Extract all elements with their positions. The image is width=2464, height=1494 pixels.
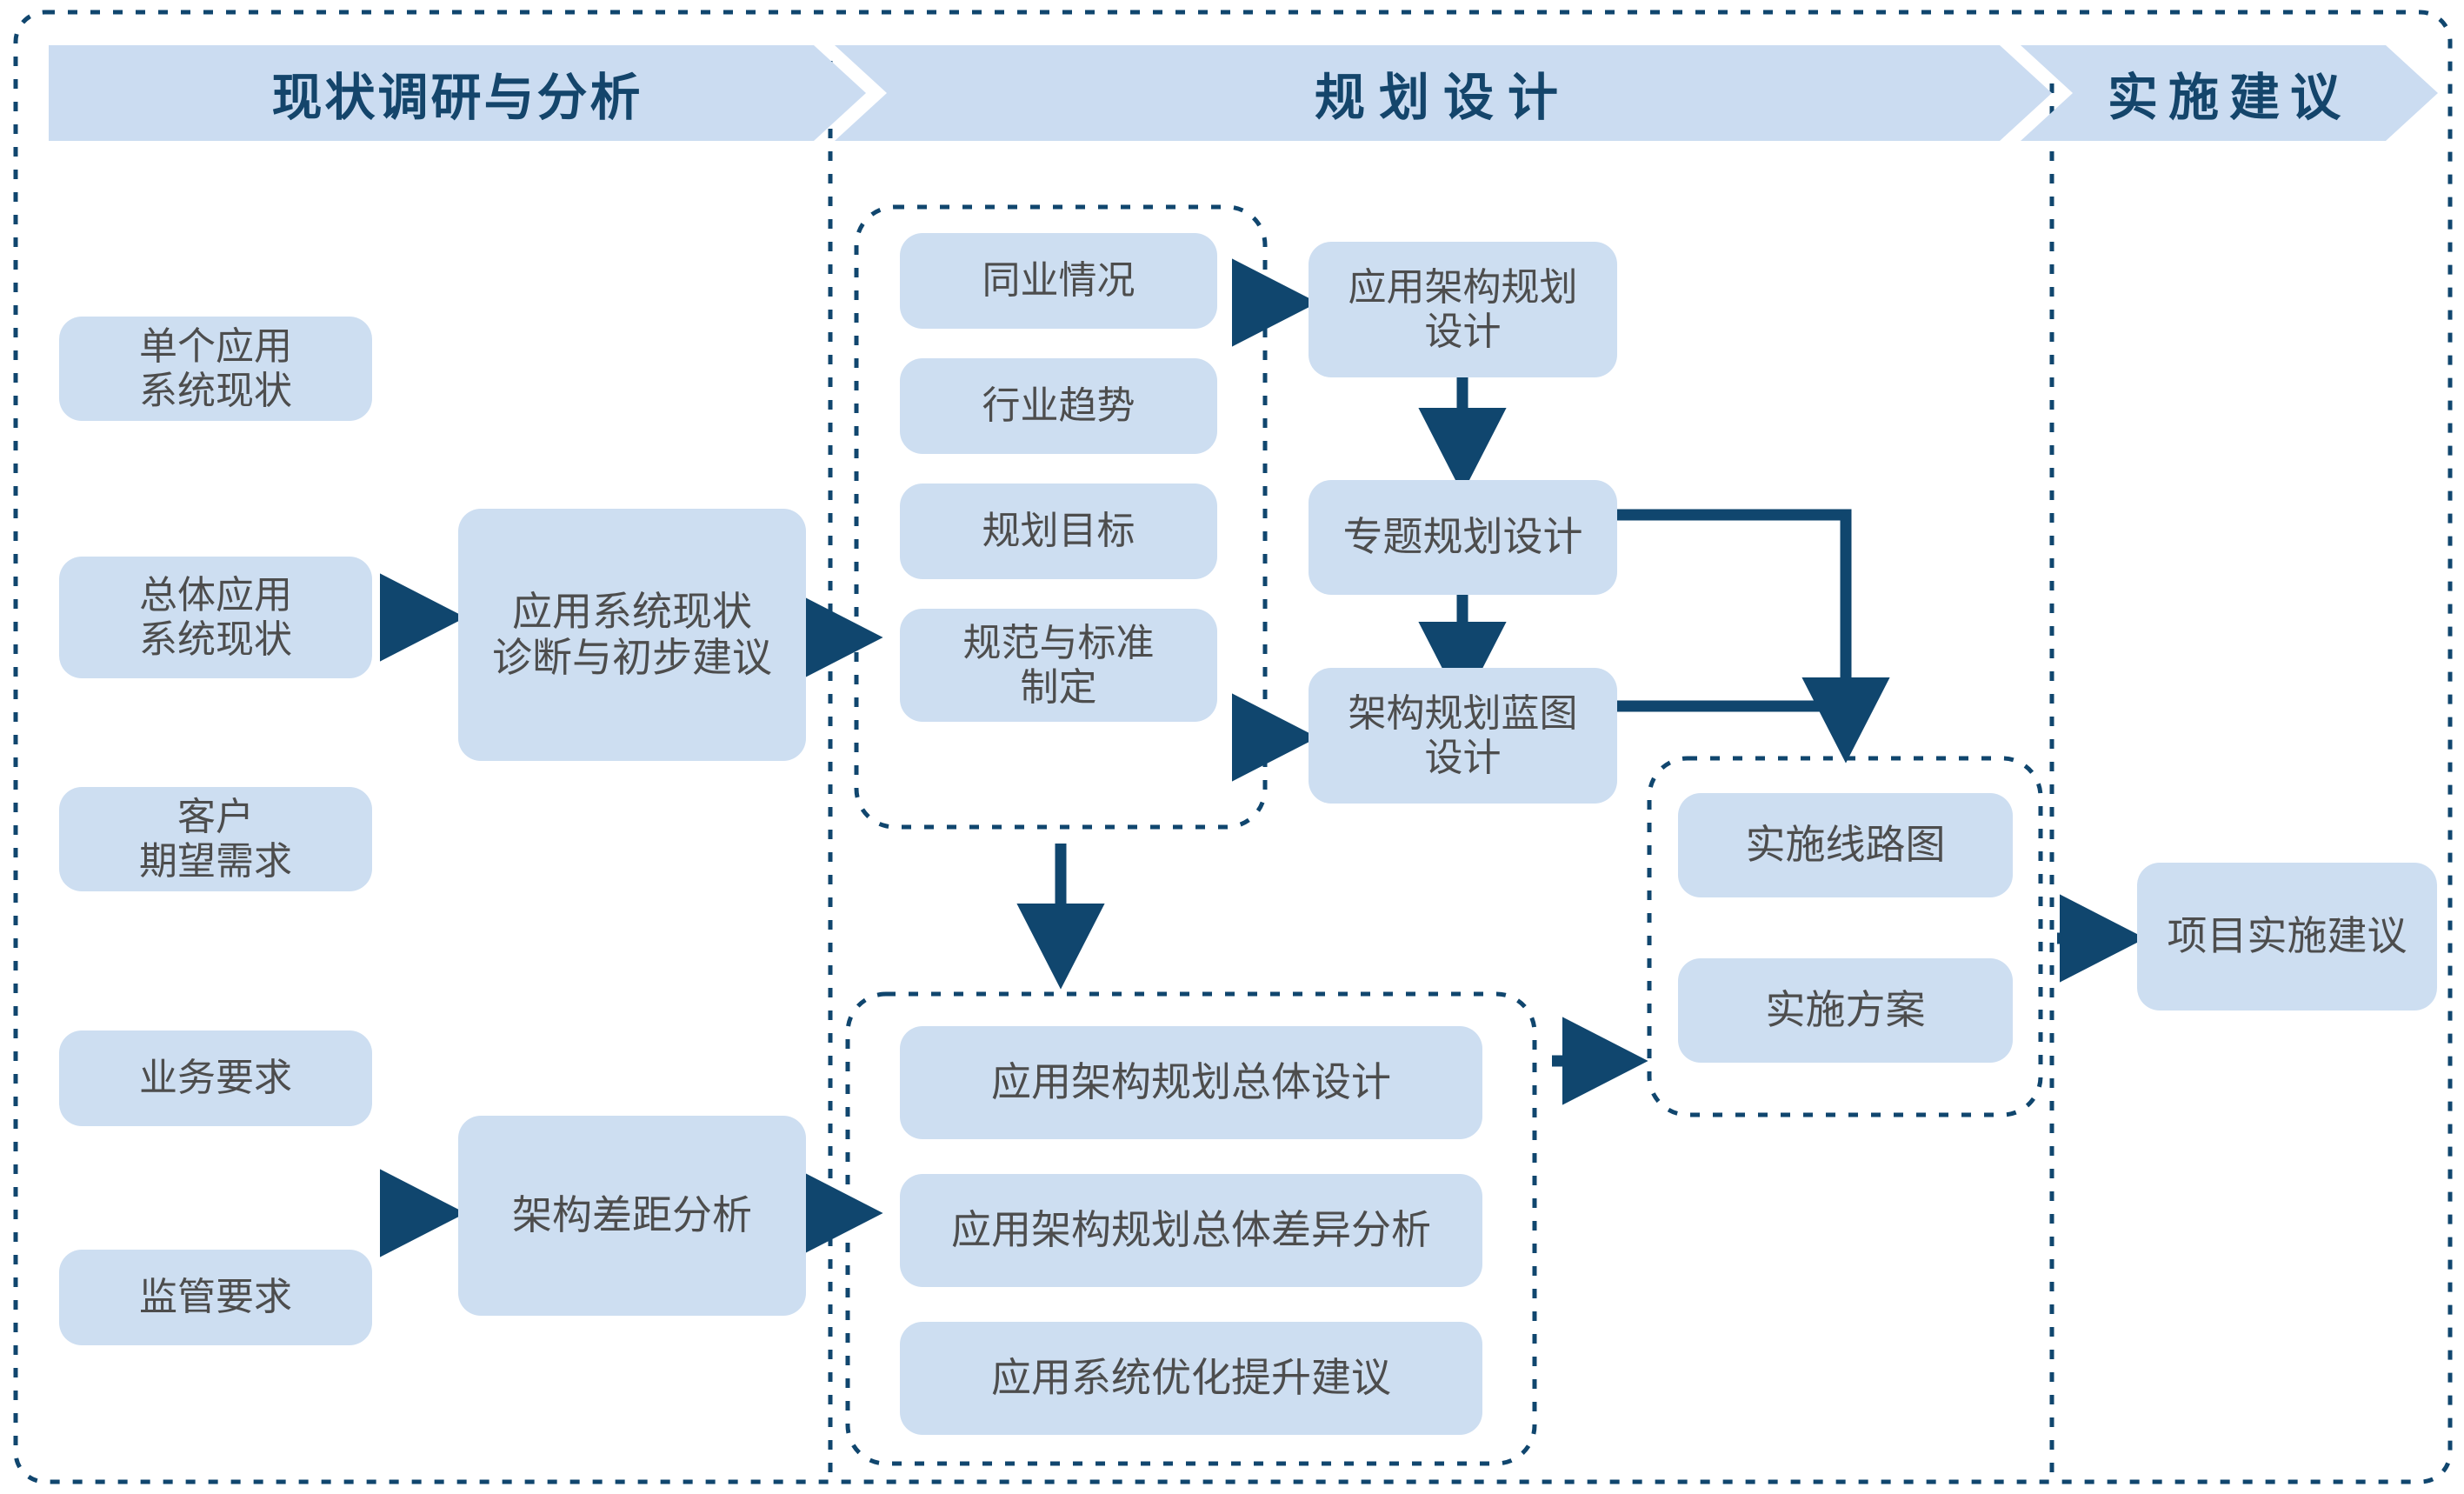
node-planning-goal[interactable]: 规划目标 <box>900 484 1217 579</box>
group-border-implementation <box>1647 756 2043 1117</box>
banner-phase-2[interactable]: 规划设计 <box>835 45 2052 141</box>
node-app-status-diagnosis[interactable]: 应用系统现状 诊断与初步建议 <box>458 509 806 761</box>
node-topic-planning-design[interactable]: 专题规划设计 <box>1309 480 1617 595</box>
node-project-implementation-advice[interactable]: 项目实施建议 <box>2137 863 2437 1010</box>
node-business-requirement[interactable]: 业务要求 <box>59 1030 372 1126</box>
group-border-planning-inputs <box>854 204 1268 830</box>
banner-2-shape <box>835 45 2052 141</box>
connector-topic-to-implementation <box>1617 509 1890 764</box>
banner-3-shape <box>2021 45 2438 141</box>
banner-phase-3-label: 实施建议 <box>2107 70 2351 126</box>
outer-frame <box>13 10 2453 1484</box>
node-implementation-plan[interactable]: 实施方案 <box>1678 958 2013 1063</box>
node-single-app-status[interactable]: 单个应用 系统现状 <box>59 317 372 421</box>
banner-phase-3[interactable]: 实施建议 <box>2021 45 2438 141</box>
node-overall-app-status[interactable]: 总体应用 系统现状 <box>59 557 372 678</box>
banner-phase-1-label: 现状调研与分析 <box>271 70 643 126</box>
node-architecture-blueprint-design[interactable]: 架构规划蓝图 设计 <box>1309 668 1617 804</box>
banner-phase-1[interactable]: 现状调研与分析 <box>49 45 866 141</box>
node-app-arch-overall-design[interactable]: 应用架构规划总体设计 <box>900 1026 1482 1139</box>
node-regulatory-requirement[interactable]: 监管要求 <box>59 1250 372 1345</box>
node-implementation-roadmap[interactable]: 实施线路图 <box>1678 793 2013 897</box>
node-peer-situation[interactable]: 同业情况 <box>900 233 1217 329</box>
node-spec-and-standards[interactable]: 规范与标准 制定 <box>900 609 1217 722</box>
banner-1-shape <box>49 45 866 141</box>
node-architecture-gap-analysis[interactable]: 架构差距分析 <box>458 1116 806 1316</box>
banner-phase-2-label: 规划设计 <box>1314 70 1572 126</box>
node-industry-trend[interactable]: 行业趋势 <box>900 358 1217 454</box>
node-app-system-optimization-advice[interactable]: 应用系统优化提升建议 <box>900 1322 1482 1435</box>
node-customer-expectation[interactable]: 客户 期望需求 <box>59 787 372 891</box>
node-app-architecture-planning-design[interactable]: 应用架构规划 设计 <box>1309 242 1617 377</box>
node-app-arch-gap-analysis[interactable]: 应用架构规划总体差异分析 <box>900 1174 1482 1287</box>
